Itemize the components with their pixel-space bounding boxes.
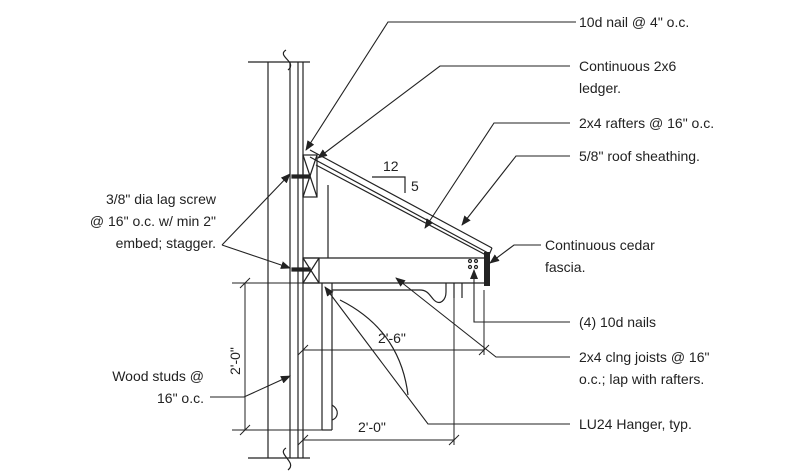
label-nails4: (4) 10d nails (579, 314, 656, 330)
label-fascia-line1: Continuous cedar (545, 237, 655, 253)
label-sheathing: 5/8" roof sheathing. (579, 148, 700, 164)
label-joists-line1: 2x4 clng joists @ 16" (579, 349, 709, 365)
dimension-overhang: 2'-6" (378, 330, 406, 346)
ledger (291, 154, 318, 198)
fascia-board (484, 252, 490, 286)
label-nail: 10d nail @ 4" o.c. (579, 14, 689, 30)
wall-studs (248, 61, 310, 459)
slope-run-label: 12 (383, 158, 399, 174)
label-ledger-line1: Continuous 2x6 (579, 58, 677, 74)
label-studs-line1: Wood studs @ (112, 368, 204, 384)
label-lag-line3: embed; stagger. (116, 235, 216, 251)
break-symbols (282, 49, 292, 471)
slope-rise-label: 5 (411, 178, 419, 194)
dimension-bracket: 2'-0" (358, 419, 386, 435)
leader-lines (210, 21, 576, 425)
ceiling-joist (291, 257, 486, 284)
callout-labels: 10d nail @ 4" o.c. Continuous 2x6 ledger… (90, 14, 714, 432)
label-rafters: 2x4 rafters @ 16" o.c. (579, 115, 714, 131)
bracket (321, 283, 463, 431)
label-lag-line1: 3/8" dia lag screw (106, 191, 217, 207)
label-lag-line2: @ 16" o.c. w/ min 2" (90, 213, 216, 229)
dimension-vertical-2ft: 2'-0" (227, 347, 243, 375)
slope-indicator: 12 5 (372, 158, 419, 194)
label-studs-line2: 16" o.c. (157, 390, 204, 406)
rafter (309, 149, 493, 263)
label-joists-line2: o.c.; lap with rafters. (579, 371, 704, 387)
label-fascia-line2: fascia. (545, 259, 585, 275)
dimension-lines (232, 277, 490, 446)
label-hanger: LU24 Hanger, typ. (579, 416, 692, 432)
label-ledger-line2: ledger. (579, 80, 621, 96)
